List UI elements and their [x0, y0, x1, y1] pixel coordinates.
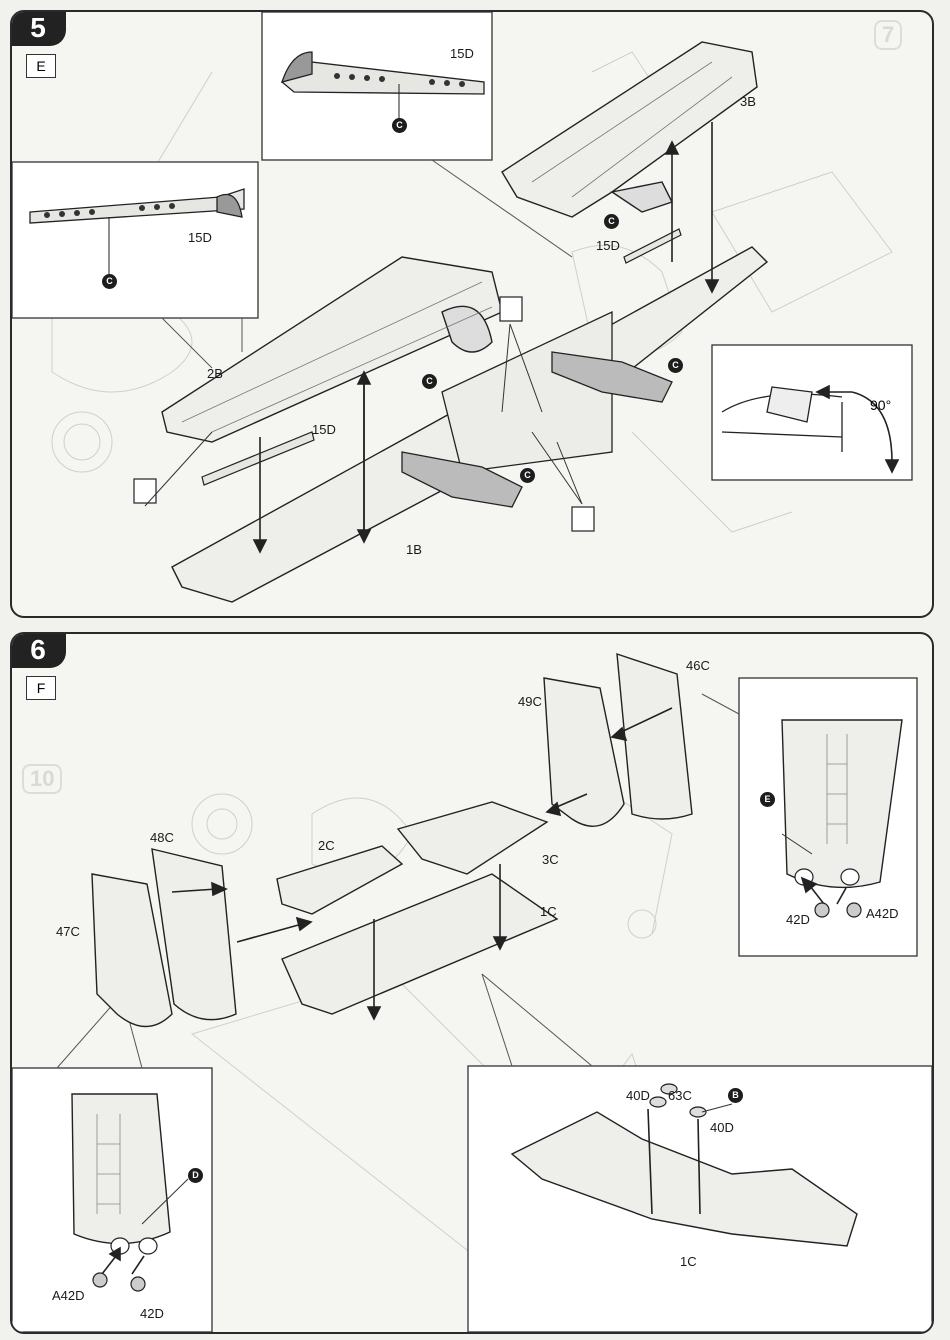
bleed-through-step: 7: [874, 20, 902, 50]
cement-icon: C: [520, 468, 535, 483]
part-label: A42D: [866, 906, 899, 921]
part-label: 42D: [786, 912, 810, 927]
cement-icon: C: [102, 274, 117, 289]
part-label: 1C: [680, 1254, 697, 1269]
part-label: 48C: [150, 830, 174, 845]
step-number: 5: [10, 10, 66, 46]
part-label: 15D: [312, 422, 336, 437]
step-5-illustration: [12, 12, 932, 616]
part-label: 3C: [542, 852, 559, 867]
sub-step-label: F: [26, 676, 56, 700]
part-label: 40D: [710, 1120, 734, 1135]
part-label: 15D: [450, 46, 474, 61]
part-label: 2B: [207, 366, 223, 381]
part-label: A42D: [52, 1288, 85, 1303]
part-label: 49C: [518, 694, 542, 709]
cement-icon: C: [422, 374, 437, 389]
part-label: 46C: [686, 658, 710, 673]
part-label: 2C: [318, 838, 335, 853]
part-label: 3B: [740, 94, 756, 109]
bleed-through-step: 10: [22, 764, 62, 794]
marker-d-icon: D: [188, 1168, 203, 1183]
step-6-panel: 6 F 10: [10, 632, 934, 1334]
cement-icon: C: [392, 118, 407, 133]
part-label: 1B: [406, 542, 422, 557]
part-label: 40D: [626, 1088, 650, 1103]
cement-icon: C: [604, 214, 619, 229]
step-5-panel: 5 E 7: [10, 10, 934, 618]
cement-icon: C: [668, 358, 683, 373]
part-label: 15D: [596, 238, 620, 253]
sub-step-label: E: [26, 54, 56, 78]
part-label: 63C: [668, 1088, 692, 1103]
part-label: 47C: [56, 924, 80, 939]
marker-b-icon: B: [728, 1088, 743, 1103]
angle-label: 90°: [870, 397, 891, 413]
part-label: 1C: [540, 904, 557, 919]
step-6-illustration: [12, 634, 932, 1332]
marker-e-icon: E: [760, 792, 775, 807]
part-label: 15D: [188, 230, 212, 245]
step-number: 6: [10, 632, 66, 668]
part-label: 42D: [140, 1306, 164, 1321]
